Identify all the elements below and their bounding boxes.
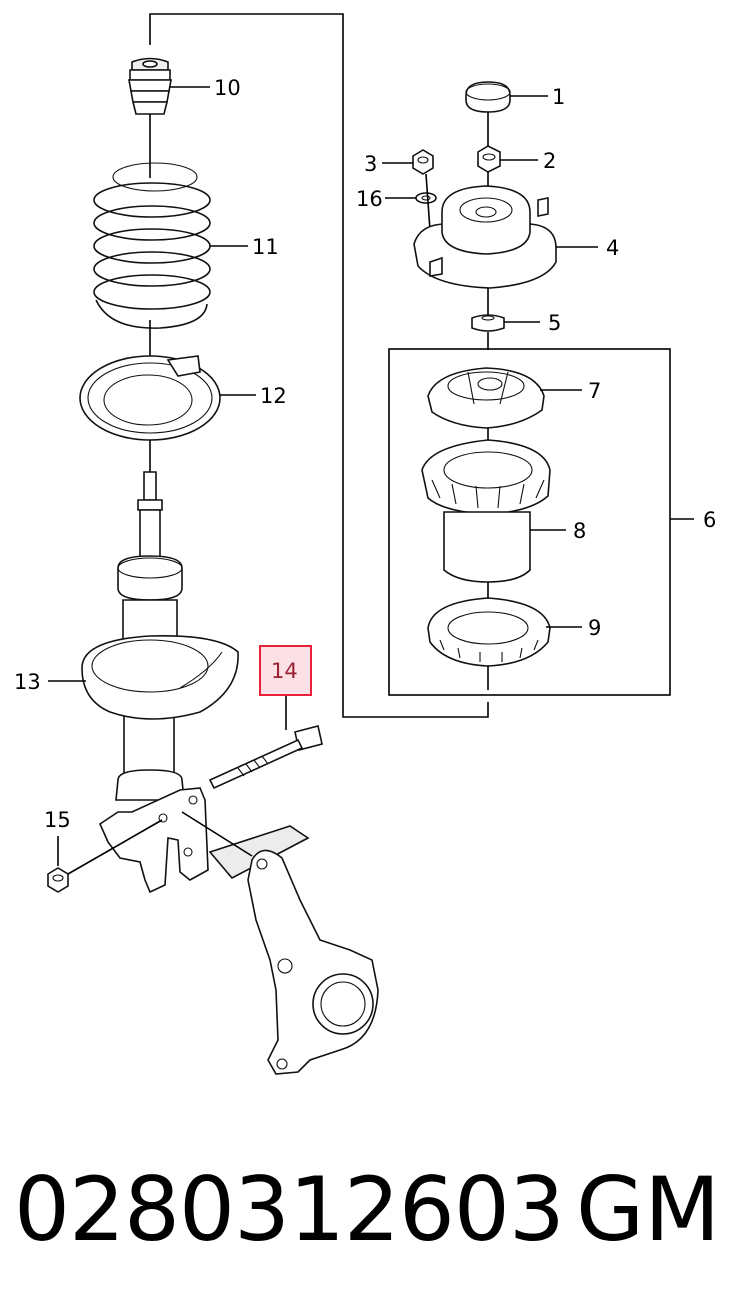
callout-14: 14 [271, 659, 298, 683]
dust-boot-part [421, 439, 551, 583]
callout-16: 16 [356, 187, 383, 211]
washer-part-16 [415, 192, 437, 204]
connector-frame-line [149, 13, 489, 718]
callout-11: 11 [252, 235, 279, 259]
spring-seat-ring-part [427, 597, 551, 667]
highlight-box-14 [259, 645, 312, 696]
callout-10: 10 [214, 76, 241, 100]
callout-5: 5 [548, 311, 561, 335]
lower-spring-seat-part [81, 635, 239, 720]
steering-knuckle-part [181, 811, 379, 1075]
nut-part-15 [47, 867, 69, 893]
dust-cap-part [465, 81, 511, 113]
part-number: 0280312603 [14, 1158, 565, 1261]
callout-4: 4 [606, 236, 619, 260]
nut-part-2 [477, 145, 501, 173]
strut-assembly-diagram: 1 2 3 4 5 6 7 8 9 10 11 12 13 14 15 16 [14, 13, 716, 1075]
bump-stop-part [128, 57, 172, 115]
callout-6: 6 [703, 508, 716, 532]
nut-part-3 [412, 149, 434, 175]
callout-8: 8 [573, 519, 586, 543]
callout-13: 13 [14, 670, 41, 694]
strut-mount-part [413, 185, 557, 289]
bushing-part [471, 314, 505, 332]
callout-15: 15 [44, 808, 71, 832]
callout-12: 12 [260, 384, 287, 408]
callout-1: 1 [552, 85, 565, 109]
callout-9: 9 [588, 616, 601, 640]
mount-bearing-part [427, 367, 545, 429]
footer: 0280312603 GM [0, 1140, 732, 1290]
callout-2: 2 [543, 149, 556, 173]
kit-box [388, 348, 671, 696]
callout-3: 3 [364, 152, 377, 176]
callout-7: 7 [588, 379, 601, 403]
coil-spring-part [93, 162, 211, 329]
upper-spring-seat-part [79, 355, 221, 441]
brand-name: GM [576, 1158, 721, 1261]
bolt-part [208, 725, 323, 790]
